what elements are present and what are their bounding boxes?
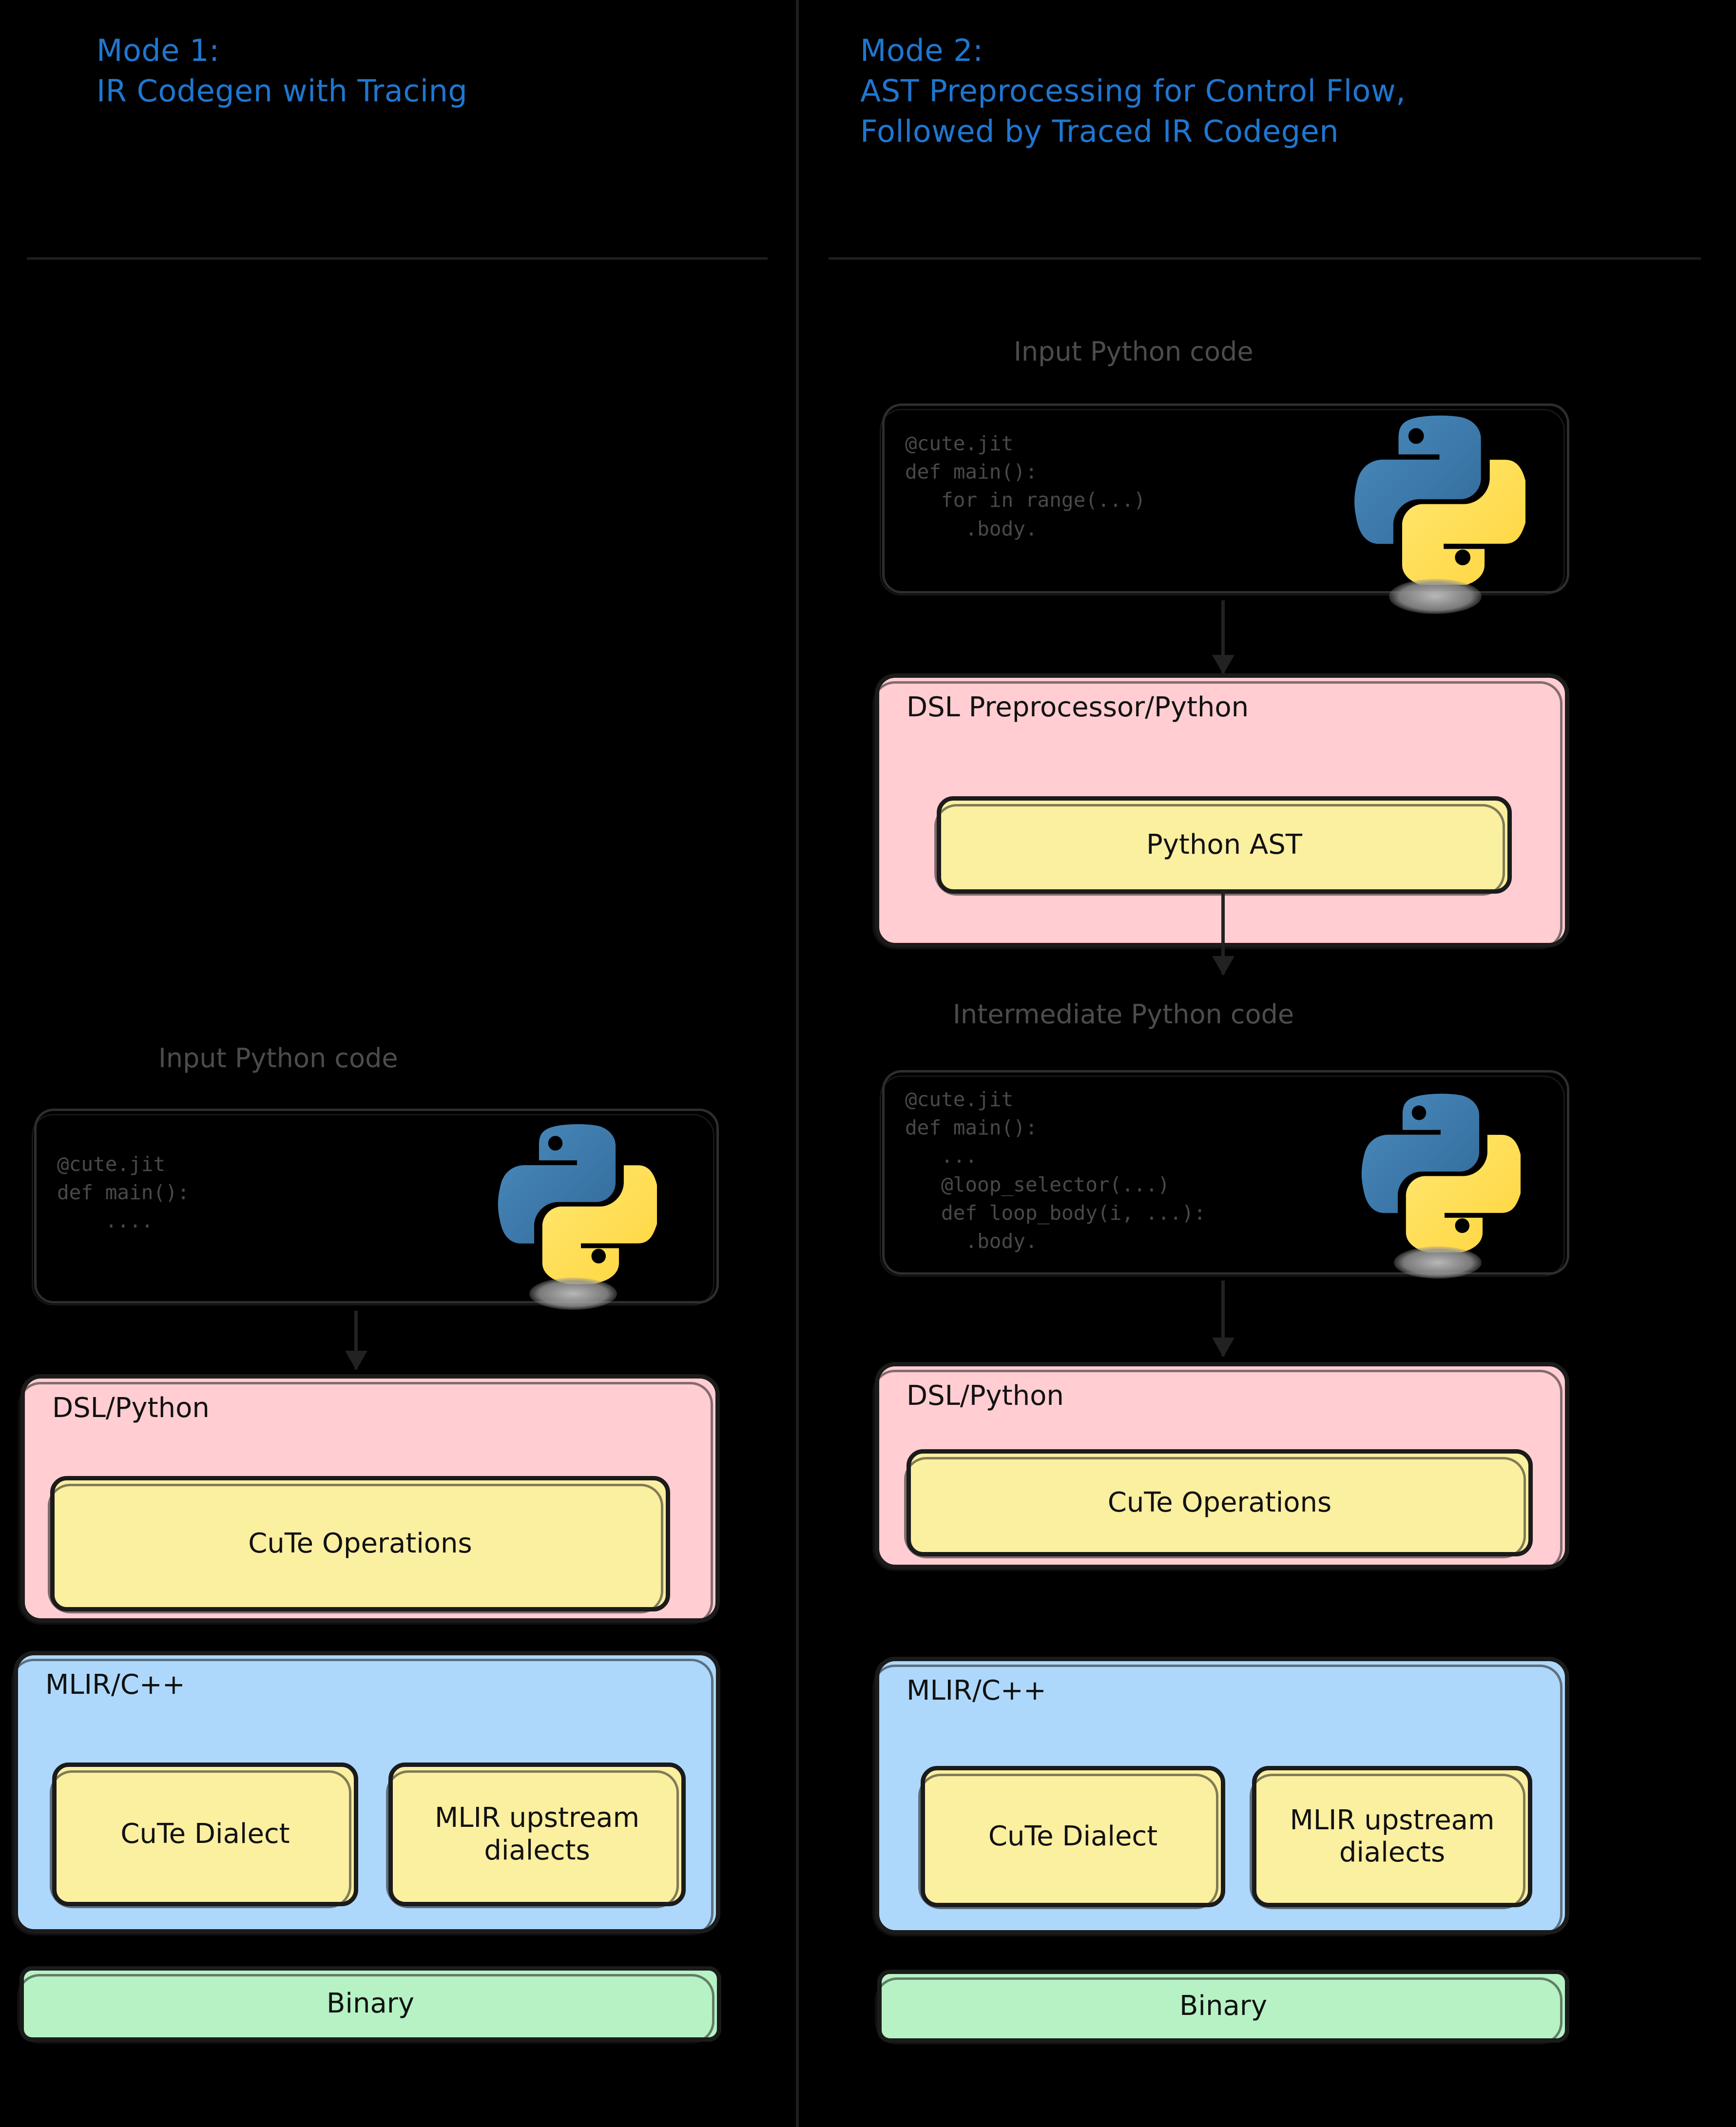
mode2-cute-operations-label: CuTe Operations xyxy=(1107,1486,1332,1518)
mode1-input-code-card: @cute.jit def main(): .... xyxy=(32,1109,719,1305)
mode2-intermediate-code-card: @cute.jit def main(): ... @loop_selector… xyxy=(880,1070,1569,1277)
mode2-mlir-cpp-block: MLIR/C++ CuTe Dialect MLIR upstream dial… xyxy=(872,1657,1569,1936)
mode2-mlir-cpp-title: MLIR/C++ xyxy=(907,1675,1046,1706)
mode2-binary-label: Binary xyxy=(1179,1990,1267,2022)
mode2-intermediate-code-text: @cute.jit def main(): ... @loop_selector… xyxy=(905,1088,1206,1253)
mode2-input-code-card: @cute.jit def main(): for in range(...) … xyxy=(880,403,1569,595)
mode2-intermediate-caption: Intermediate Python code xyxy=(953,999,1294,1030)
header-divider-left xyxy=(27,257,768,260)
mode1-binary-block: Binary xyxy=(17,1966,721,2044)
mode1-input-code-text: @cute.jit def main(): .... xyxy=(57,1152,190,1233)
mode-1-title: Mode 1: IR Codegen with Tracing xyxy=(96,33,468,109)
mode2-mlir-upstream-dialects-block: MLIR upstream dialects xyxy=(1250,1766,1532,1909)
mode1-cute-operations-block: CuTe Operations xyxy=(48,1476,670,1613)
mode2-cute-dialect-label: CuTe Dialect xyxy=(988,1820,1158,1852)
arrow-head-icon xyxy=(1212,655,1234,674)
mode2-dsl-python-block: DSL/Python CuTe Operations xyxy=(872,1362,1569,1571)
mode2-cute-operations-block: CuTe Operations xyxy=(904,1449,1533,1558)
arrow-head-icon xyxy=(1212,956,1234,976)
mode2-dsl-preprocessor-title: DSL Preprocessor/Python xyxy=(907,691,1249,723)
mode1-mlir-upstream-dialects-block: MLIR upstream dialects xyxy=(386,1763,686,1908)
arrow-head-icon xyxy=(345,1351,367,1370)
arrow-head-icon xyxy=(1212,1338,1234,1357)
mode2-python-ast-label: Python AST xyxy=(1146,828,1302,861)
mode1-cute-operations-label: CuTe Operations xyxy=(248,1527,472,1559)
arrow-mode2-preprocessor-to-intermediate xyxy=(1212,891,1234,976)
mode1-mlir-cpp-block: MLIR/C++ CuTe Dialect MLIR upstream dial… xyxy=(11,1651,720,1935)
mode1-dsl-python-title: DSL/Python xyxy=(52,1392,210,1424)
mode2-input-caption: Input Python code xyxy=(1014,336,1254,367)
mode1-cute-dialect-label: CuTe Dialect xyxy=(120,1818,290,1850)
mode1-input-caption: Input Python code xyxy=(158,1043,398,1073)
mode2-cute-dialect-block: CuTe Dialect xyxy=(918,1766,1225,1909)
mode1-dsl-python-block: DSL/Python CuTe Operations xyxy=(18,1374,720,1625)
mode2-python-ast-block: Python AST xyxy=(934,796,1512,896)
mode2-dsl-python-title: DSL/Python xyxy=(907,1380,1064,1412)
arrow-mode1-input-to-dsl xyxy=(345,1311,367,1370)
mode2-binary-block: Binary xyxy=(875,1970,1569,2045)
arrow-mode2-input-to-preprocessor xyxy=(1212,600,1234,674)
mode1-binary-label: Binary xyxy=(327,1988,414,2020)
mode-2-title: Mode 2: AST Preprocessing for Control Fl… xyxy=(860,33,1406,150)
mode1-cute-dialect-block: CuTe Dialect xyxy=(50,1763,358,1908)
mode2-mlir-upstream-dialects-label: MLIR upstream dialects xyxy=(1290,1804,1495,1868)
header-divider-right xyxy=(829,257,1701,260)
mode1-mlir-upstream-dialects-label: MLIR upstream dialects xyxy=(434,1802,640,1866)
column-divider xyxy=(796,0,799,2127)
mode2-input-code-text: @cute.jit def main(): for in range(...) … xyxy=(905,432,1146,540)
arrow-mode2-intermediate-to-dsl xyxy=(1212,1281,1234,1357)
mode1-mlir-cpp-title: MLIR/C++ xyxy=(45,1669,185,1701)
